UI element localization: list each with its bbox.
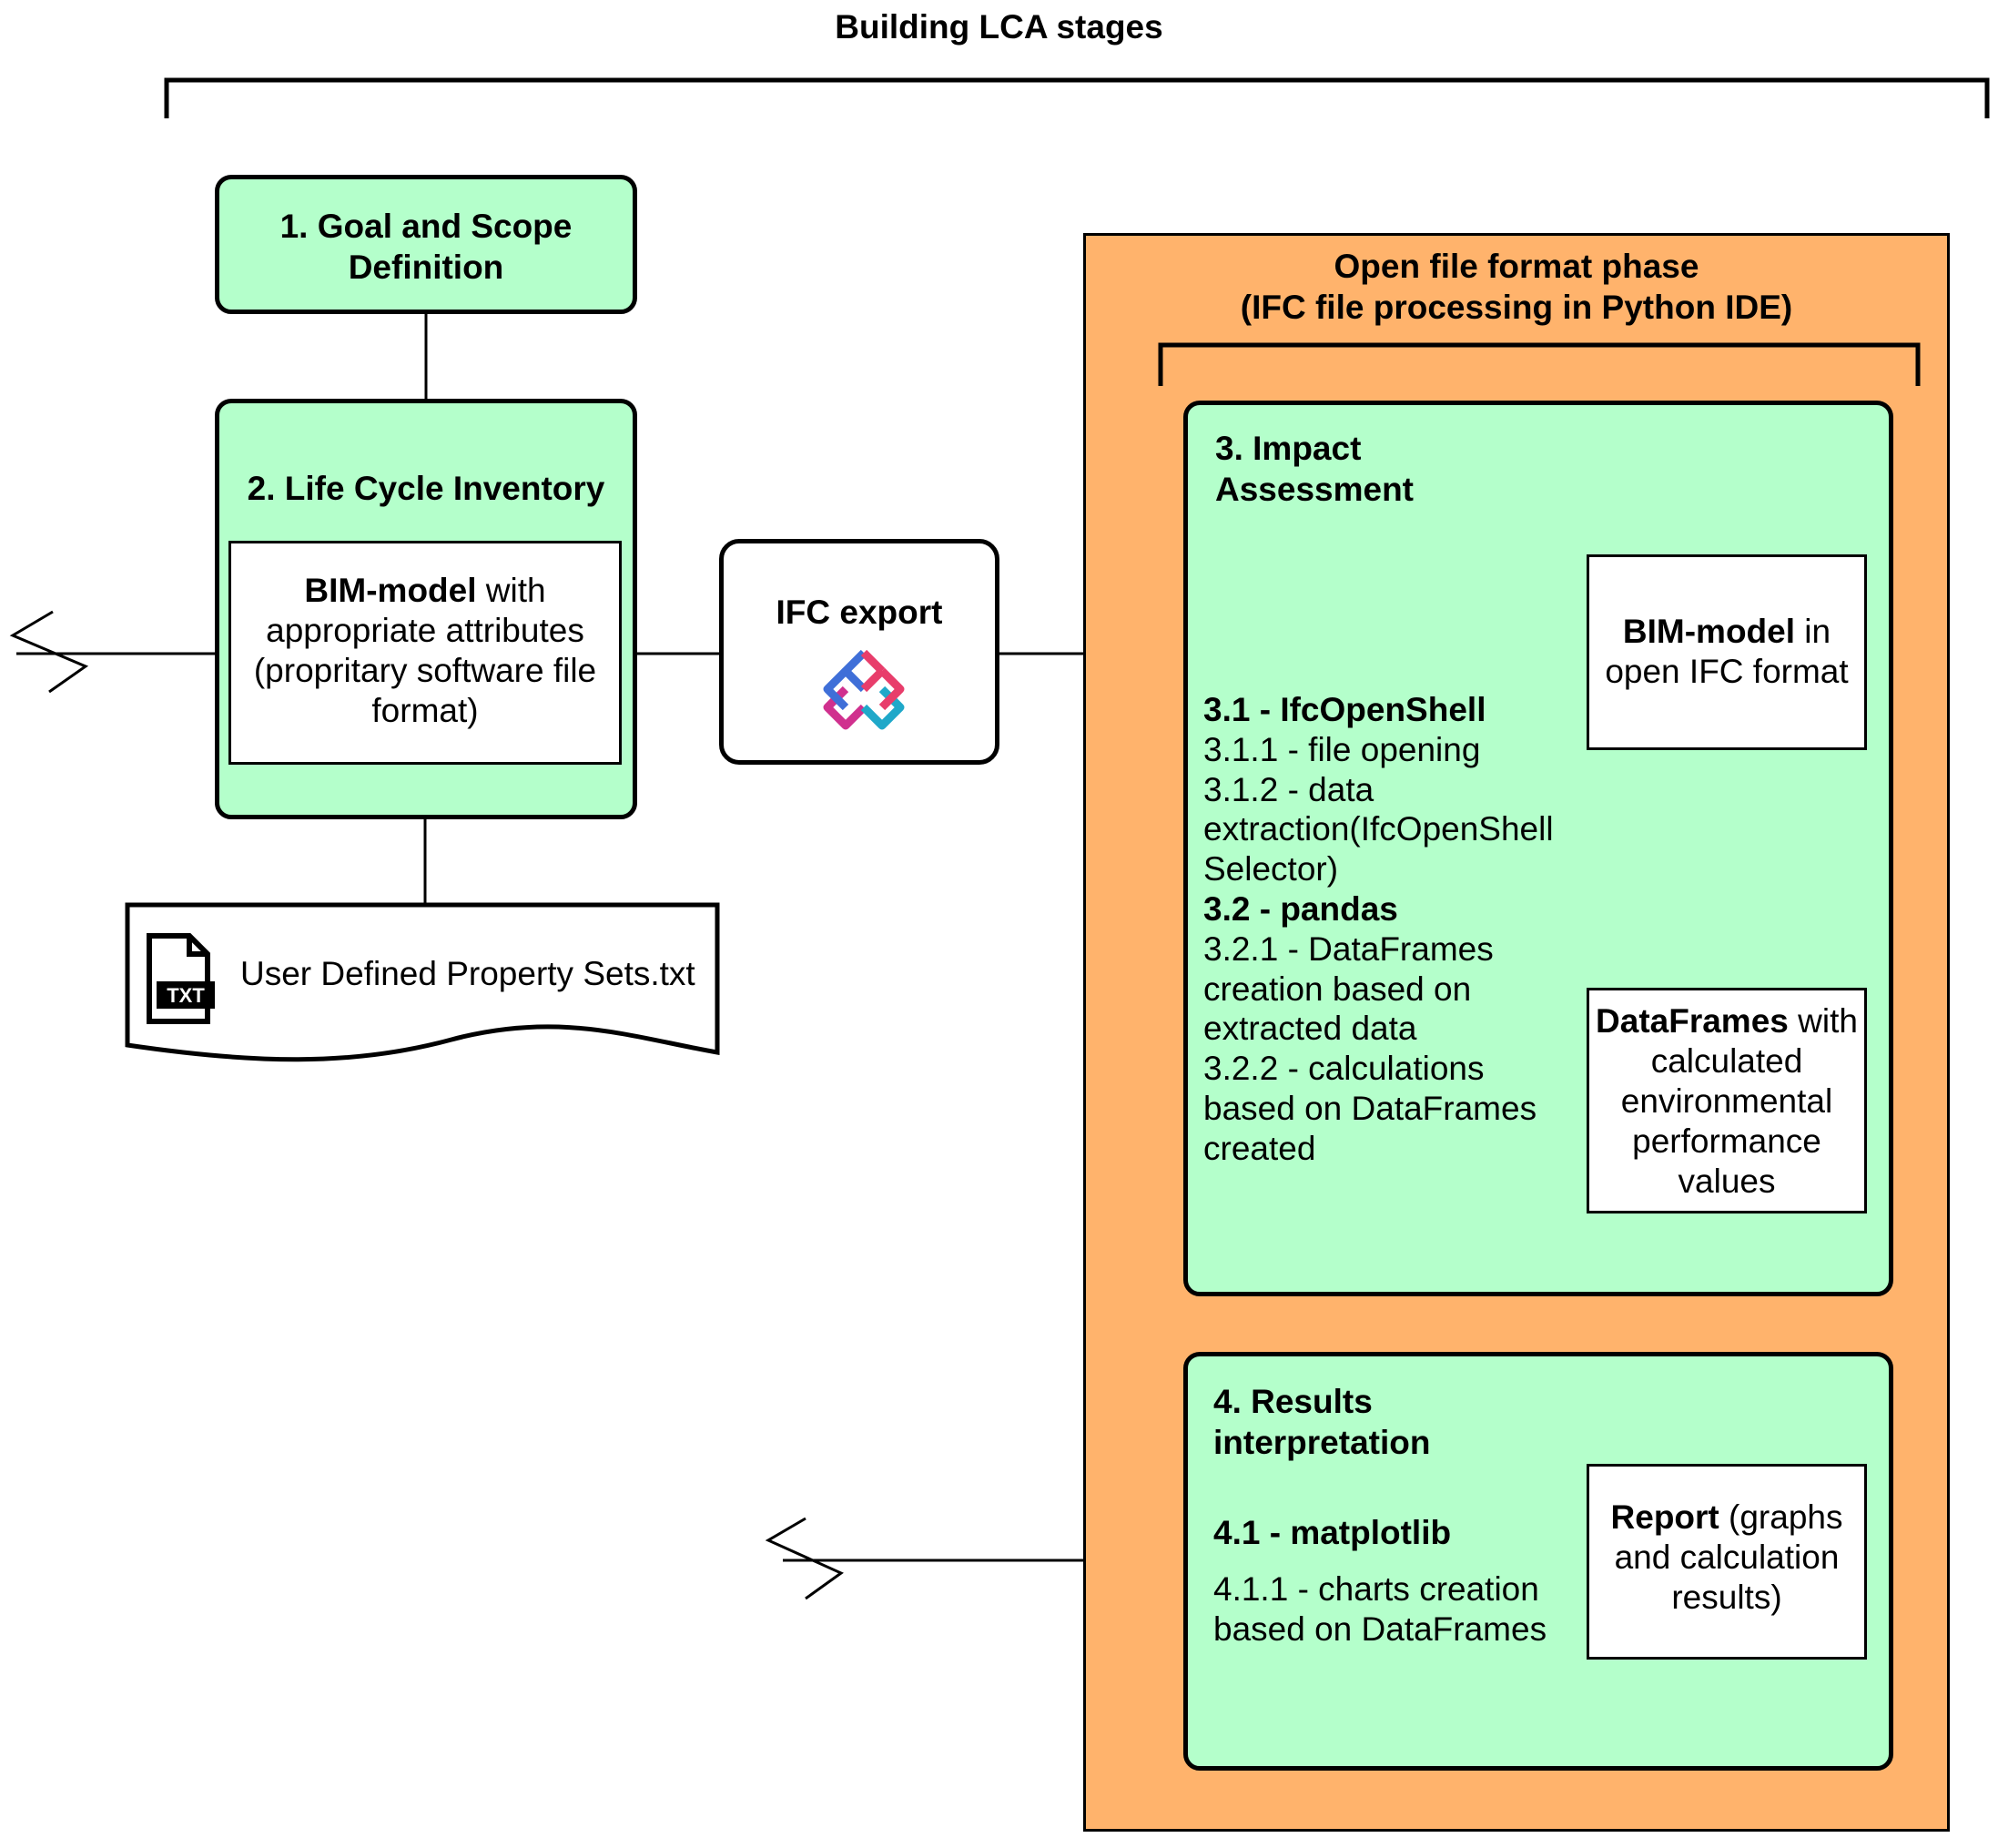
results-sub-line1: 4.1.1 - charts creation (1213, 1570, 1539, 1608)
impact-step-line: created (1203, 1129, 1315, 1169)
top-bracket (164, 77, 1990, 118)
impact-step-text: extracted data (1203, 1010, 1417, 1047)
report-line1: Report (graphs (1589, 1498, 1864, 1538)
impact-step-bold: 3.1 - IfcOpenShell (1203, 691, 1486, 728)
report-line2: and calculation (1614, 1538, 1840, 1576)
dataframes-box: DataFrames with calculated environmental… (1587, 988, 1867, 1213)
impact-step-line: extraction(IfcOpenShell (1203, 809, 1554, 849)
dataframes-rest: with (1788, 1002, 1858, 1040)
impact-step-text: creation based on (1203, 970, 1472, 1008)
inventory-title: 2. Life Cycle Inventory (247, 470, 605, 507)
dataframes-line5: values (1678, 1163, 1776, 1200)
bim-proprietary-line3: (propritary software file (253, 652, 597, 689)
txt-file-icon: TXT (147, 933, 215, 1024)
ifc-export-box: IFC export (719, 539, 999, 765)
dataframes-line3: environmental (1620, 1082, 1833, 1120)
report-bold: Report (1610, 1498, 1719, 1536)
report-output-break (765, 1517, 844, 1600)
impact-step-line: Selector) (1203, 849, 1338, 889)
goal-line1: 1. Goal and Scope (279, 208, 573, 245)
bim-proprietary-rest: with (476, 572, 546, 609)
bim-proprietary-line4: format) (371, 692, 479, 729)
impact-step-text: extraction(IfcOpenShell (1203, 810, 1554, 848)
bim-ifc-line1: BIM-model in (1589, 612, 1864, 652)
ifc-logo-icon (823, 649, 905, 730)
property-sets-label: User Defined Property Sets.txt (240, 955, 695, 992)
txt-icon-label: TXT (167, 984, 205, 1007)
report-line3: results) (1671, 1579, 1782, 1616)
report-box: Report (graphs and calculation results) (1587, 1464, 1867, 1660)
ifc-export-label: IFC export (776, 594, 943, 631)
report-rest: (graphs (1719, 1498, 1843, 1536)
bim-ifc-rest: in (1795, 613, 1831, 650)
bim-ifc-bold: BIM-model (1622, 613, 1796, 650)
impact-step-line: 3.1 - IfcOpenShell (1203, 690, 1486, 730)
impact-step-bold: 3.2 - pandas (1203, 890, 1398, 928)
bim-proprietary-bold: BIM-model (304, 572, 477, 609)
dataframes-line2: calculated (1650, 1042, 1803, 1080)
goal-line2: Definition (348, 249, 504, 286)
results-sub-line2: based on DataFrames (1213, 1610, 1547, 1648)
left-output-break (9, 610, 89, 694)
dataframes-line4: performance (1632, 1122, 1821, 1160)
property-sets-document: TXT (125, 902, 720, 1062)
bim-model-ifc-box: BIM-model in open IFC format (1587, 554, 1867, 750)
bim-ifc-line2: open IFC format (1605, 653, 1849, 690)
impact-step-text: Selector) (1203, 850, 1339, 888)
impact-step-line: 3.1.1 - file opening (1203, 730, 1480, 770)
impact-step-line: 3.2 - pandas (1203, 889, 1398, 929)
impact-step-line: 3.1.2 - data (1203, 770, 1374, 810)
impact-step-text: based on DataFrames (1203, 1090, 1537, 1127)
impact-step-text: created (1203, 1130, 1316, 1167)
impact-step-line: 3.2.2 - calculations (1203, 1049, 1485, 1089)
dataframes-bold: DataFrames (1596, 1002, 1789, 1040)
impact-step-line: creation based on (1203, 970, 1471, 1010)
bim-model-proprietary-box: BIM-model with appropriate attributes (p… (228, 541, 622, 765)
impact-title-line2: Assessment (1215, 471, 1415, 508)
dataframes-line1: DataFrames with (1589, 1001, 1864, 1041)
results-title-line2: interpretation (1213, 1424, 1431, 1461)
impact-step-text: 3.2.2 - calculations (1203, 1050, 1485, 1087)
bim-proprietary-line2: appropriate attributes (266, 612, 584, 649)
impact-title-line1: 3. Impact (1215, 430, 1362, 467)
bim-proprietary-line1: BIM-model with (231, 571, 619, 611)
phase-bracket (1158, 342, 1921, 386)
phase-line2: (IFC file processing in Python IDE) (1240, 289, 1793, 326)
impact-step-line: extracted data (1203, 1009, 1416, 1049)
impact-step-text: 3.2.1 - DataFrames (1203, 930, 1494, 968)
results-sub-title: 4.1 - matplotlib (1213, 1514, 1452, 1551)
results-title-line1: 4. Results (1213, 1383, 1373, 1420)
impact-step-text: 3.1.2 - data (1203, 771, 1374, 808)
goal-scope-box: 1. Goal and Scope Definition (215, 175, 637, 314)
phase-line1: Open file format phase (1334, 248, 1699, 285)
impact-step-text: 3.1.1 - file opening (1203, 731, 1481, 768)
impact-step-line: 3.2.1 - DataFrames (1203, 929, 1494, 970)
impact-step-line: based on DataFrames (1203, 1089, 1537, 1129)
page-title: Building LCA stages (835, 8, 1163, 46)
